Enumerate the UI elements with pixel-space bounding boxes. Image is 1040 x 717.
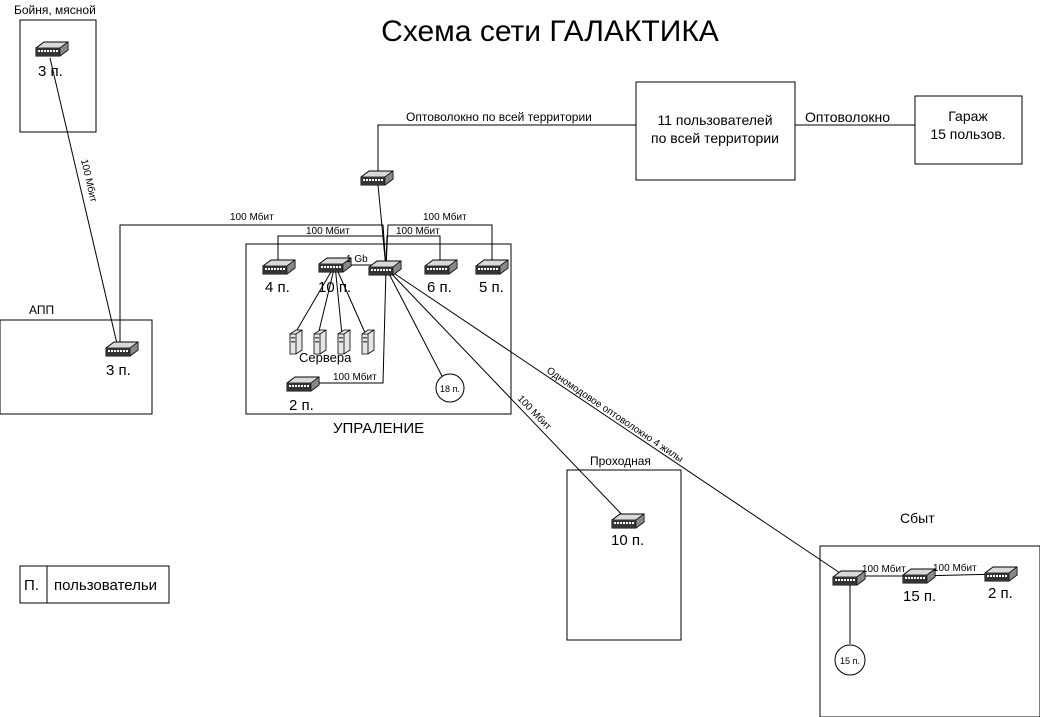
switch-icon-sw6	[424, 259, 458, 275]
zone-app-label: АПП	[29, 303, 54, 317]
switch-label-sbyt-2: 2 п.	[988, 585, 1013, 602]
zone-prokhodnaya-label: Проходная	[590, 454, 651, 468]
server-icon-4	[361, 329, 375, 355]
switch-label-sw6: 6 п.	[427, 279, 452, 296]
circle-18-label: 18 п.	[440, 384, 460, 394]
link-boinya-app	[49, 57, 119, 349]
link-label-fiber-territory: Оптоволокно по всей территории	[406, 110, 592, 124]
users11-box	[635, 81, 796, 181]
servers-label: Сервера	[299, 350, 352, 365]
users11-line2: по всей территории	[651, 130, 779, 146]
link-label-core-sbyt: Одномодовое оптоволокно 4 жилы	[544, 365, 685, 465]
connections	[49, 57, 1001, 644]
garage-box	[914, 95, 1023, 165]
switch-icon-sbyt-15	[902, 568, 936, 584]
link-app-core	[119, 224, 387, 348]
link-label-fiber: Оптоволокно	[805, 109, 890, 125]
switch-icon-prokhodnaya	[611, 513, 645, 529]
switch-icon-sw5	[475, 259, 509, 275]
switch-icon-fiber	[360, 170, 394, 186]
zone-boinya-box	[19, 19, 97, 133]
legend-value: пользовательи	[54, 577, 157, 594]
link-core-sbyt	[385, 267, 847, 578]
switch-icon-sbyt-2	[984, 566, 1018, 582]
zone-sbyt-label: Сбыт	[900, 510, 935, 526]
link-core-sw5	[385, 224, 493, 269]
zone-upravlenie-label: УПРАЛЕНИЕ	[333, 420, 424, 437]
switch-label-sw5: 5 п.	[479, 279, 504, 296]
link-sw10-server4	[334, 264, 367, 336]
legend: П. пользовательи	[19, 565, 170, 604]
link-fiber-territory	[377, 124, 636, 176]
zone-boinya-label: Бойня, мясной	[14, 3, 96, 17]
switch-icon-sw4	[262, 259, 296, 275]
circle-15-label: 15 п.	[840, 656, 860, 666]
link-label-core-sw4: 100 Мбит	[306, 225, 350, 237]
link-sw10-server2	[317, 264, 336, 336]
users11-line1: 11 пользователей	[657, 112, 772, 128]
link-sw10-server3	[334, 264, 343, 336]
legend-key: П.	[24, 577, 39, 594]
zone-app-box	[0, 319, 153, 415]
switch-icon-core	[368, 260, 402, 276]
switch-label-prokhodnaya: 10 п.	[611, 532, 644, 549]
link-core-circle18	[385, 267, 444, 379]
circle-15-users	[834, 644, 866, 676]
switch-label-sw10: 10 п.	[318, 279, 351, 296]
link-label-core-sw5: 100 Мбит	[423, 211, 467, 223]
switch-icon-sw2	[286, 376, 320, 392]
core-link-label: 1 Gb	[346, 254, 368, 265]
link-label-core-sw6: 100 Мбит	[396, 225, 440, 237]
circle-18-users	[435, 373, 465, 403]
switch-icon-boinya	[35, 41, 69, 57]
switch-label-app: 3 п.	[106, 362, 131, 379]
link-label-sbyt-2: 100 Мбит	[933, 562, 977, 574]
switch-label-sbyt-15: 15 п.	[903, 588, 936, 605]
link-label-core-prokhodnaya: 100 Мбит	[515, 393, 554, 433]
link-label-boinya-app: 100 Мбит	[78, 158, 100, 204]
page-title: Схема сети ГАЛАКТИКА	[381, 15, 719, 48]
link-label-sbyt-1: 100 Мбит	[862, 563, 906, 575]
link-sw10-server1	[293, 264, 336, 336]
switch-icon-app	[105, 341, 139, 357]
link-label-app-core: 100 Мбит	[230, 211, 274, 223]
link-label-core-sw2: 100 Мбит	[333, 371, 377, 383]
zone-prokhodnaya-box	[566, 469, 682, 641]
garage-line1: Гараж	[948, 108, 988, 124]
switch-icon-sbyt-core	[832, 570, 866, 586]
garage-line2: 15 пользов.	[930, 126, 1005, 142]
link-core-prokhodnaya	[385, 267, 629, 522]
link-core-sw2	[305, 267, 387, 384]
switch-label-boinya: 3 п.	[38, 63, 63, 80]
switch-label-sw2: 2 п.	[289, 397, 314, 414]
link-core-sw4	[277, 235, 387, 269]
switch-label-sw4: 4 п.	[265, 279, 290, 296]
